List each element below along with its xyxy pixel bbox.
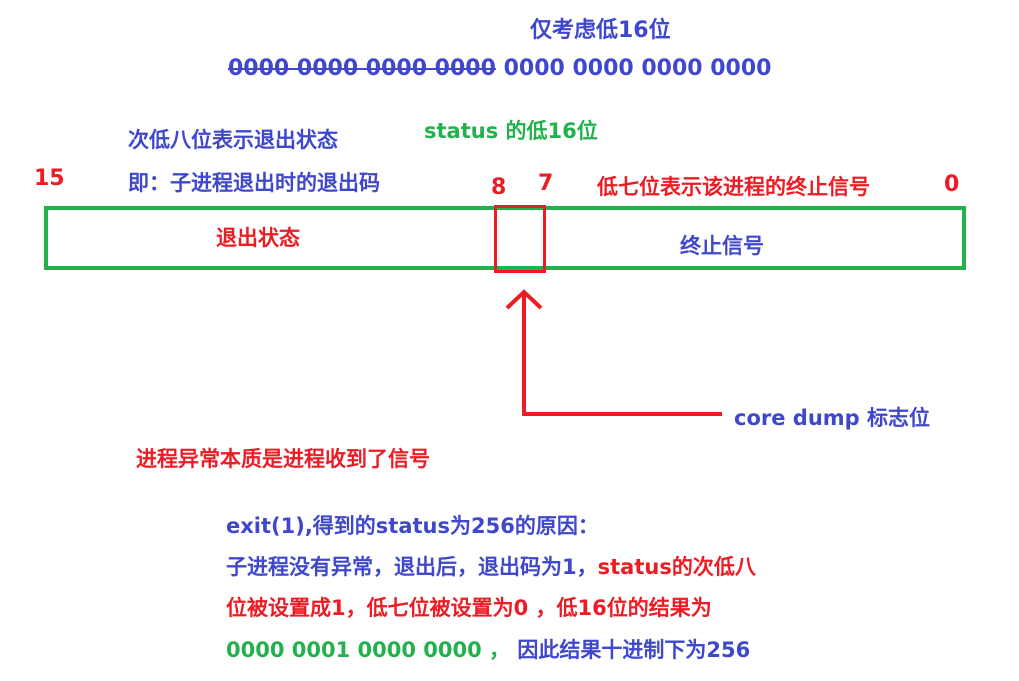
- core-dump-label: core dump 标志位: [734, 406, 930, 430]
- bit-position-15: 15: [34, 166, 65, 191]
- explanation-line4-green: 0000 0001 0000 0000 ，: [226, 638, 511, 662]
- bits-high-struck: 0000 0000 0000 0000: [228, 56, 496, 81]
- bit-position-0: 0: [944, 172, 960, 197]
- low7-desc: 低七位表示该进程的终止信号: [597, 175, 870, 199]
- second-low8-desc-line1: 次低八位表示退出状态: [128, 128, 338, 152]
- bit-position-7: 7: [538, 171, 554, 196]
- explanation-line4: 0000 0001 0000 0000 ， 因此结果十进制下为256: [226, 640, 750, 661]
- abnormal-note: 进程异常本质是进程收到了信号: [136, 447, 430, 471]
- bits-line: 0000 0000 0000 0000 0000 0000 0000 0000: [228, 58, 771, 80]
- bit-position-8: 8: [491, 175, 507, 200]
- top-title: 仅考虑低16位: [530, 18, 671, 43]
- explanation-line3: 位被设置成1，低七位被设置为0 ，低16位的结果为: [226, 596, 712, 620]
- explanation-line1: exit(1),得到的status为256的原因：: [226, 514, 599, 538]
- explanation-line2: 子进程没有异常，退出后，退出码为1，status的次低八: [226, 557, 756, 578]
- bits-low: 0000 0000 0000 0000: [503, 56, 772, 81]
- explanation-line2-red: status的次低八: [597, 555, 756, 579]
- segment-exit-status: 退出状态: [216, 226, 300, 250]
- explanation-line2-blue: 子进程没有异常，退出后，退出码为1，: [226, 555, 598, 579]
- explanation-line4-blue: 因此结果十进制下为256: [517, 638, 751, 662]
- status-bit-field: [44, 206, 966, 270]
- segment-term-signal: 终止信号: [680, 234, 764, 258]
- second-low8-desc-line2: 即：子进程退出时的退出码: [128, 171, 380, 195]
- core-dump-bit-box: [494, 205, 546, 273]
- status-low16-label: status 的低16位: [424, 119, 598, 143]
